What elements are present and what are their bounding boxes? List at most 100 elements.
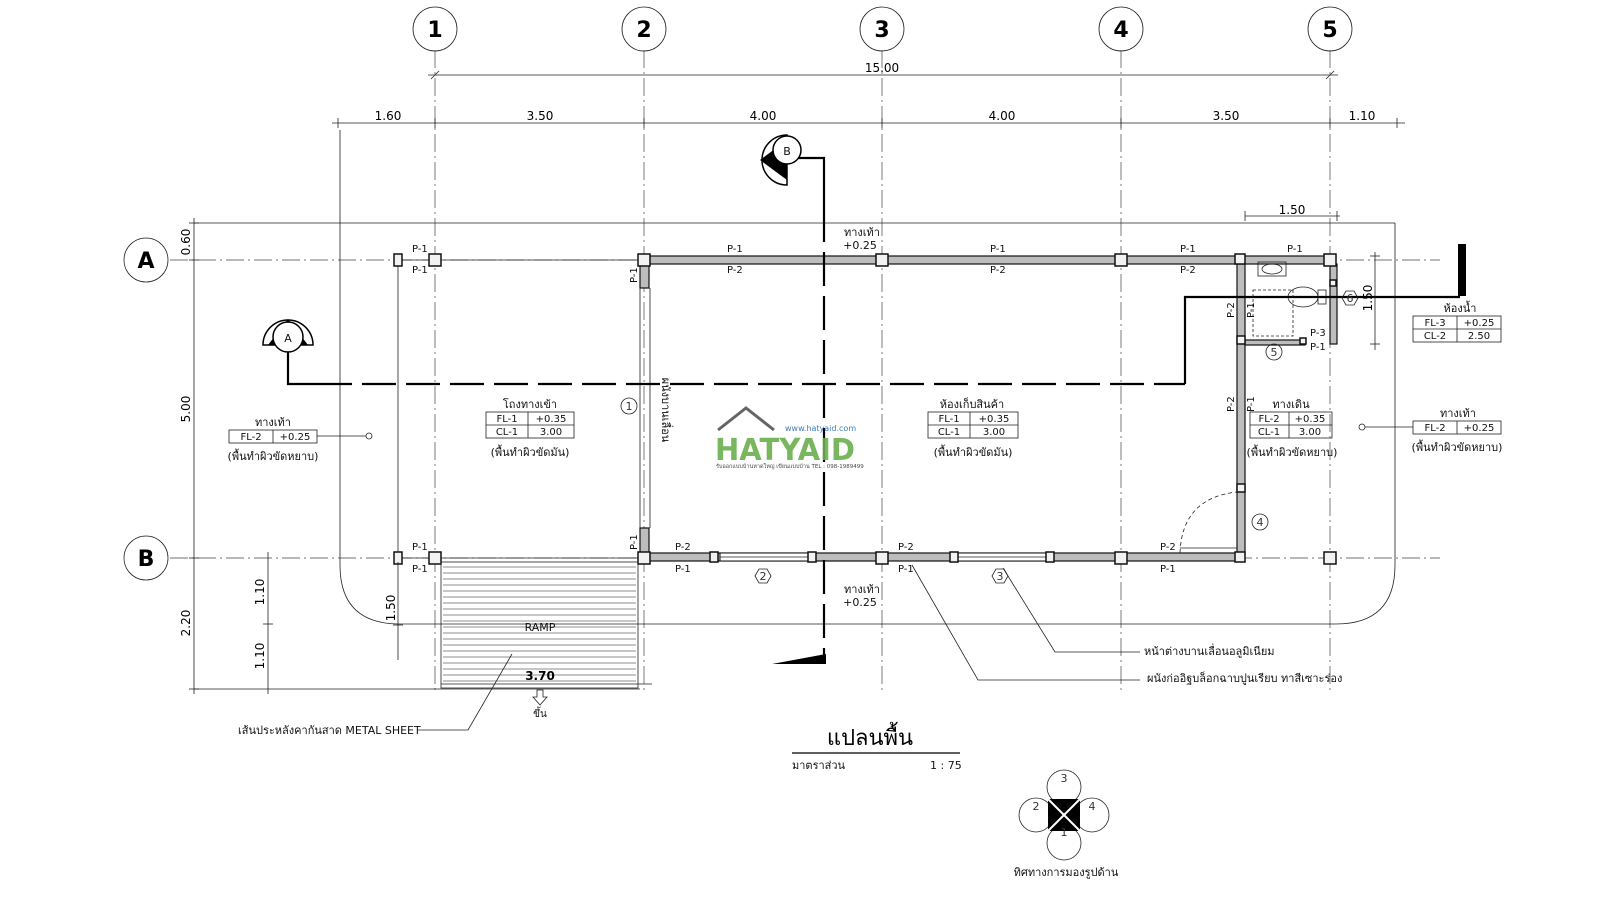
drawing-title: แปลนพื้น มาตราส่วน 1 : 75	[792, 722, 962, 772]
svg-text:P-2: P-2	[1226, 302, 1237, 318]
svg-text:CL-1: CL-1	[938, 427, 960, 438]
svg-text:ห้องน้ำ: ห้องน้ำ	[1444, 300, 1477, 315]
svg-text:+0.25: +0.25	[280, 432, 311, 443]
svg-text:3.00: 3.00	[983, 427, 1005, 438]
roof-overhang-outline	[339, 130, 1396, 625]
svg-text:P-2: P-2	[1226, 396, 1237, 412]
svg-text:A: A	[137, 249, 154, 274]
grid-bubble-3: 3	[859, 6, 905, 52]
svg-text:RAMP: RAMP	[525, 621, 556, 634]
svg-text:P-1: P-1	[412, 265, 428, 276]
svg-text:P-3: P-3	[1310, 328, 1326, 339]
svg-text:2.20: 2.20	[179, 610, 193, 637]
svg-text:โถงทางเข้า: โถงทางเข้า	[503, 397, 557, 411]
svg-text:3.00: 3.00	[1299, 427, 1321, 438]
svg-text:P-1: P-1	[1180, 244, 1196, 255]
svg-text:+0.35: +0.35	[1295, 414, 1326, 425]
svg-text:P-2: P-2	[675, 542, 691, 553]
svg-text:หน้าต่างบานเลื่อนอลูมิเนียม: หน้าต่างบานเลื่อนอลูมิเนียม	[1144, 643, 1275, 658]
svg-text:แปลนพื้น: แปลนพื้น	[827, 722, 913, 751]
svg-text:www.hatyaid.com: www.hatyaid.com	[785, 424, 856, 433]
walkway-label-left: ทางเท้า FL-2+0.25 (พื้นทำผิวขัดหยาบ)	[228, 416, 373, 463]
svg-text:CL-1: CL-1	[496, 427, 518, 438]
callout-wall: ผนังก่ออิฐบล็อกฉาบปูนเรียบ ทาสีเซาะร่อง	[911, 564, 1342, 685]
svg-text:P-1: P-1	[1160, 564, 1176, 575]
svg-text:CL-2: CL-2	[1424, 331, 1446, 342]
svg-text:3: 3	[1061, 772, 1068, 785]
wall-tags: P-1 P-1 P-1 P-2 P-1 P-2 P-1 P-2 P-1 P-1 …	[412, 244, 1326, 575]
svg-text:5.00: 5.00	[179, 396, 193, 423]
svg-text:2: 2	[760, 570, 767, 583]
svg-text:3.00: 3.00	[540, 427, 562, 438]
svg-text:1.10: 1.10	[253, 579, 267, 606]
svg-text:+0.35: +0.35	[979, 414, 1010, 425]
toilet-fixtures	[1252, 261, 1327, 337]
svg-text:2: 2	[636, 18, 651, 43]
callout-roof: เส้นประหลังคากันสาด METAL SHEET	[238, 653, 513, 737]
svg-text:P-1: P-1	[675, 564, 691, 575]
svg-text:P-2: P-2	[898, 542, 914, 553]
svg-text:+0.25: +0.25	[843, 239, 877, 252]
svg-text:ขึ้น: ขึ้น	[533, 706, 547, 720]
walkway-label-right: ทางเท้า FL-2+0.25 (พื้นทำผิวขัดหยาบ)	[1358, 407, 1502, 454]
svg-text:รับออกแบบบ้านหาดใหญ่ เขียนแบบบ: รับออกแบบบ้านหาดใหญ่ เขียนแบบบ้าน TEL : …	[716, 463, 864, 470]
svg-text:15.00: 15.00	[865, 61, 899, 75]
svg-text:5: 5	[1271, 346, 1278, 359]
section-cut-A: A	[262, 244, 1466, 386]
svg-text:HATYAID: HATYAID	[715, 433, 855, 468]
level-tag-bottom: ทางเท้า +0.25	[843, 583, 880, 609]
svg-text:(พื้นทำผิวขัดหยาบ): (พื้นทำผิวขัดหยาบ)	[1247, 444, 1338, 459]
svg-text:4.00: 4.00	[989, 109, 1016, 123]
svg-text:P-1: P-1	[412, 564, 428, 575]
svg-text:A: A	[284, 332, 292, 345]
svg-text:FL-1: FL-1	[938, 414, 959, 425]
svg-text:P-1: P-1	[1246, 302, 1257, 318]
door-tags: 1 2 3 4 5 6	[620, 290, 1359, 584]
callout-window: หน้าต่างบานเลื่อนอลูมิเนียม	[1002, 567, 1275, 658]
svg-text:3.50: 3.50	[1213, 109, 1240, 123]
svg-text:FL-1: FL-1	[496, 414, 517, 425]
svg-text:4.00: 4.00	[750, 109, 777, 123]
svg-text:ห้องเก็บสินค้า: ห้องเก็บสินค้า	[940, 397, 1004, 411]
svg-text:1: 1	[427, 18, 442, 43]
svg-text:6: 6	[1347, 292, 1354, 305]
grid-lines	[170, 50, 1440, 690]
grid-bubble-5: 5	[1307, 6, 1353, 52]
svg-text:2.50: 2.50	[1468, 331, 1490, 342]
svg-text:1 : 75: 1 : 75	[930, 759, 962, 772]
svg-text:3: 3	[874, 18, 889, 43]
svg-text:+0.25: +0.25	[1464, 318, 1495, 329]
svg-text:P-1: P-1	[412, 244, 428, 255]
svg-text:ผนังก่ออิฐบล็อกฉาบปูนเรียบ ทาส: ผนังก่ออิฐบล็อกฉาบปูนเรียบ ทาสีเซาะร่อง	[1147, 671, 1342, 685]
svg-text:1.10: 1.10	[253, 643, 267, 670]
svg-text:P-2: P-2	[727, 265, 743, 276]
svg-text:3: 3	[997, 570, 1004, 583]
svg-text:+0.25: +0.25	[843, 596, 877, 609]
svg-text:5: 5	[1322, 18, 1337, 43]
svg-text:4: 4	[1089, 800, 1096, 813]
view-direction-symbol: 3 2 4 1 ทิศทางการมองรูปด้าน	[1014, 769, 1119, 879]
level-tag-top: ทางเท้า +0.25	[843, 226, 880, 252]
svg-text:1.50: 1.50	[1361, 285, 1375, 312]
svg-text:+0.35: +0.35	[536, 414, 567, 425]
svg-text:ทางเท้า: ทางเท้า	[1440, 407, 1476, 420]
svg-text:1: 1	[626, 400, 633, 413]
svg-text:P-2: P-2	[1180, 265, 1196, 276]
partition-label: ผนังบานเลื่อน	[659, 378, 674, 443]
left-dimension-chain: 0.60 5.00 2.20 1.10 1.10	[179, 218, 1395, 694]
svg-text:P-1: P-1	[629, 267, 640, 283]
svg-text:B: B	[138, 547, 155, 572]
svg-text:FL-2: FL-2	[240, 432, 261, 443]
svg-text:2: 2	[1033, 800, 1040, 813]
svg-text:ทางเท้า: ทางเท้า	[255, 416, 291, 429]
svg-text:+0.25: +0.25	[1464, 423, 1495, 434]
svg-text:P-1: P-1	[412, 542, 428, 553]
svg-text:1: 1	[1061, 826, 1068, 839]
svg-text:ทิศทางการมองรูปด้าน: ทิศทางการมองรูปด้าน	[1014, 866, 1119, 879]
grid-bubble-2: 2	[621, 6, 667, 52]
svg-text:3.70: 3.70	[525, 669, 555, 683]
